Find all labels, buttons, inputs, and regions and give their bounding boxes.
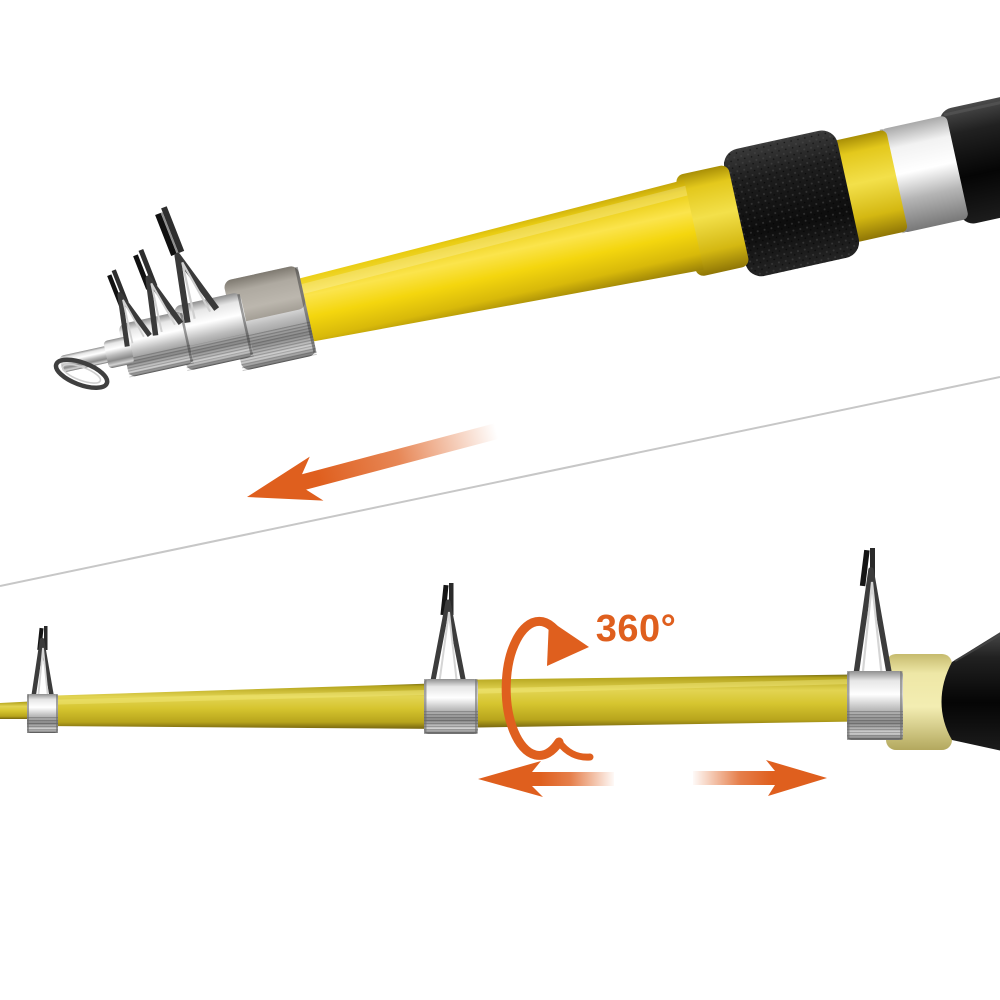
line-guide-icon	[847, 548, 903, 740]
line-guide-icon	[424, 583, 478, 734]
line-guide-icon	[27, 626, 58, 733]
divider-line	[0, 376, 1000, 587]
extended-rod	[0, 548, 1000, 751]
line-guide-icon	[155, 206, 220, 324]
foam-grip	[724, 130, 860, 277]
collapsed-rod	[53, 70, 1000, 391]
retract-arrow-icon	[478, 761, 614, 797]
handle-stub	[941, 632, 1000, 751]
line-guide-icon	[133, 249, 184, 336]
blank-mid-segment	[40, 683, 448, 729]
blank-butt-segment	[448, 674, 890, 728]
butt-section	[939, 70, 1000, 224]
extend-arrow-icon	[693, 760, 827, 796]
collapse-arrow-icon	[247, 422, 502, 501]
rotation-arrow-icon	[501, 616, 594, 761]
yellow-blank	[292, 179, 704, 343]
tip-hook-guide-icon	[53, 357, 110, 391]
line-guide-icon	[107, 269, 152, 347]
rotation-label: 360°	[596, 608, 677, 650]
collar-small	[119, 311, 194, 378]
